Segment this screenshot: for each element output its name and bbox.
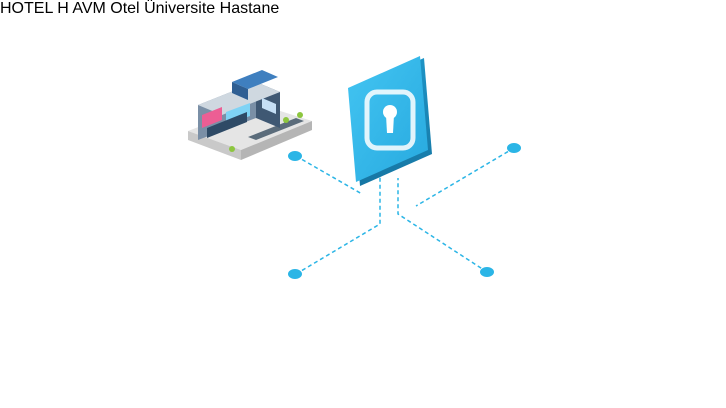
- connector-hosp: [397, 178, 488, 273]
- endpoint-dot-hosp: [480, 267, 494, 277]
- label-hosp: Hastane: [219, 0, 280, 17]
- endpoint-dot-uni: [288, 269, 302, 279]
- label-mall: AVM: [72, 0, 106, 17]
- endpoint-dot-hotel: [507, 143, 521, 153]
- hotel-building-icon: HOTEL: [0, 0, 57, 17]
- hospital-building-icon: H: [57, 0, 69, 17]
- shopping-mall-building-icon: [188, 70, 312, 160]
- keyhole-lock-icon: [348, 56, 432, 186]
- connector-lines: [295, 147, 515, 275]
- connector-uni: [295, 176, 381, 275]
- connector-hotel: [415, 147, 515, 207]
- label-uni: Üniversite: [144, 0, 216, 17]
- connector-endpoints: [288, 143, 521, 279]
- label-hotel: Otel: [110, 0, 140, 17]
- hotel-sign: HOTEL: [0, 0, 53, 17]
- connector-mall: [295, 155, 363, 195]
- endpoint-dot-mall: [288, 151, 302, 161]
